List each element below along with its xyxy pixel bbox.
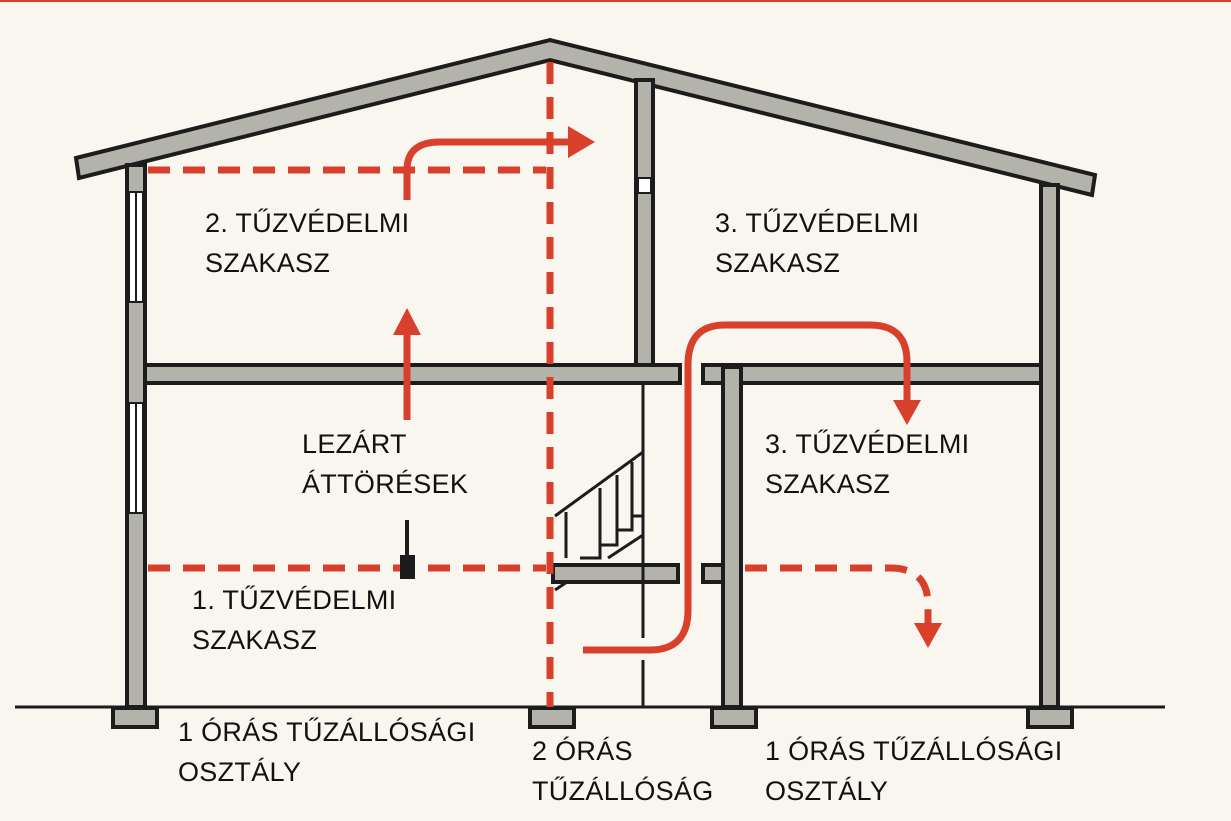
floor-slab-left bbox=[143, 363, 682, 385]
middle-attic-wall bbox=[634, 78, 655, 367]
landing-slab-right bbox=[701, 563, 725, 584]
arrowhead-down-icon bbox=[893, 400, 921, 425]
floor-slab-right bbox=[701, 363, 1043, 385]
arrowhead-right-icon bbox=[568, 126, 595, 158]
left-wall bbox=[125, 163, 147, 709]
arrowhead-down-icon bbox=[914, 623, 942, 648]
attic-arrow bbox=[403, 138, 572, 200]
right-wall bbox=[1039, 183, 1060, 709]
inner-wall bbox=[721, 365, 743, 709]
roof bbox=[73, 37, 1098, 198]
stairwell-arrow bbox=[583, 321, 911, 654]
footings bbox=[111, 706, 1074, 729]
staircase bbox=[554, 383, 645, 707]
sealed-penetration-icon bbox=[400, 555, 415, 579]
landing-slab bbox=[551, 563, 680, 584]
lower-right-dashed-path bbox=[745, 564, 932, 625]
arrowhead-up-icon bbox=[393, 308, 421, 335]
